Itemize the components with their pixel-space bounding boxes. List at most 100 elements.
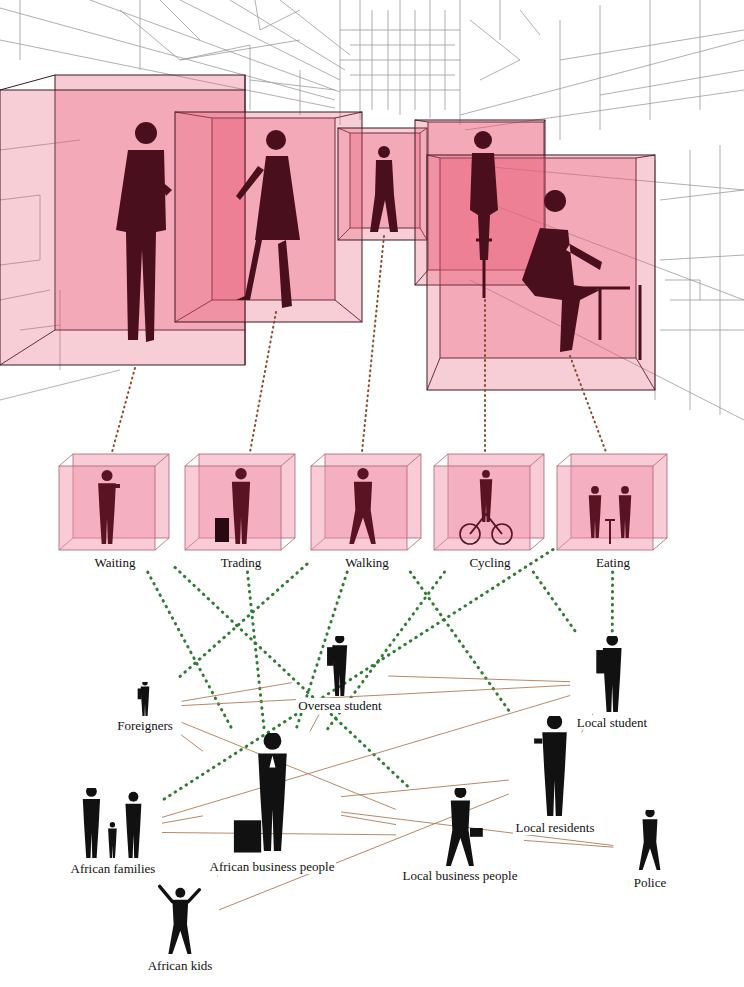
phone xyxy=(114,484,120,488)
figure-head xyxy=(86,788,97,797)
alley-line-drawing xyxy=(255,0,540,80)
figure xyxy=(59,454,169,550)
cube-front xyxy=(185,466,281,550)
actor-figure: African kids xyxy=(143,878,218,973)
figure xyxy=(185,454,295,550)
activity-link xyxy=(148,572,233,731)
activity-box-edges xyxy=(427,155,655,390)
figure-graphic xyxy=(615,810,685,872)
activity-link xyxy=(611,572,614,634)
figure-body xyxy=(168,900,191,954)
suitcase xyxy=(215,518,229,542)
figure-head xyxy=(482,470,490,478)
activity-box-front xyxy=(175,112,362,322)
relation-link xyxy=(182,723,396,810)
node-label: African kids xyxy=(146,958,215,973)
activity-silhouette xyxy=(522,228,602,352)
figure xyxy=(311,454,421,550)
activity-silhouette xyxy=(116,122,602,352)
activity-link xyxy=(247,572,264,731)
activity-box-front xyxy=(338,128,427,240)
relation-link xyxy=(162,696,569,818)
relation-link xyxy=(310,715,318,731)
relation-link xyxy=(389,676,570,682)
activity-box-front xyxy=(427,155,655,390)
leader-line xyxy=(112,368,135,452)
activity-silhouette xyxy=(474,131,492,149)
suitcase xyxy=(233,820,260,852)
bicycle-and-table xyxy=(476,228,492,298)
activity-silhouette xyxy=(266,130,286,150)
figure-head xyxy=(101,470,112,481)
backpack xyxy=(596,650,604,673)
figure-graphic xyxy=(57,452,173,552)
node-label: Oversea student xyxy=(296,698,383,713)
cube-front xyxy=(434,466,530,550)
figure-head xyxy=(547,716,562,729)
figure-graphic xyxy=(510,716,599,818)
figure-arm xyxy=(159,886,199,901)
alley-line-drawing xyxy=(560,0,744,140)
node-label: African business people xyxy=(208,859,337,874)
figure-body xyxy=(639,819,661,870)
figure xyxy=(82,788,141,858)
leader-line xyxy=(112,236,606,452)
bicycle-wheel xyxy=(492,524,512,544)
figure-body xyxy=(446,800,474,866)
cube-edge xyxy=(434,454,544,550)
alley-line-drawing xyxy=(340,0,460,125)
figure xyxy=(557,454,667,550)
node-label: Eating xyxy=(594,555,632,570)
actor-figure: Police xyxy=(615,810,685,890)
figure-head xyxy=(235,468,246,479)
actor-figure: Oversea student xyxy=(293,636,386,713)
node-label: Local student xyxy=(575,715,649,730)
backpack xyxy=(138,688,142,699)
figure-body xyxy=(603,648,622,712)
figure-body xyxy=(543,732,567,816)
figure-graphic xyxy=(183,452,299,552)
figure-head xyxy=(128,792,138,802)
briefcase xyxy=(470,828,483,837)
figure-head xyxy=(645,810,654,817)
actor-figure: Foreigners xyxy=(110,682,180,733)
table xyxy=(605,520,615,544)
actor-figure: African business people xyxy=(205,733,340,874)
figure-head xyxy=(591,486,599,494)
figure xyxy=(434,454,544,550)
relation-link xyxy=(181,735,202,751)
activity-cube: Cycling xyxy=(432,452,548,570)
figure-body xyxy=(82,799,99,858)
activity-box-edges xyxy=(338,128,427,240)
figure-head xyxy=(621,486,629,494)
activity-link xyxy=(533,572,577,634)
activity-link xyxy=(175,567,407,786)
figure-body xyxy=(349,482,375,544)
relation-link xyxy=(341,812,613,845)
cube-front xyxy=(557,466,653,550)
figure-body xyxy=(98,483,116,544)
figure-body xyxy=(125,804,141,858)
node-label: Walking xyxy=(343,555,391,570)
bicycle-wheel xyxy=(460,524,480,544)
activity-link xyxy=(176,564,307,680)
connector-group xyxy=(148,550,613,910)
tie xyxy=(269,755,275,767)
figure-body xyxy=(480,479,492,522)
figure xyxy=(138,682,150,716)
cube-edge xyxy=(557,454,667,550)
figure-body xyxy=(232,482,250,544)
node-label: Foreigners xyxy=(115,718,175,733)
figure-body xyxy=(589,495,601,538)
actor-figure: Local residents xyxy=(510,716,599,835)
activity-silhouette xyxy=(378,146,390,158)
leader-line xyxy=(570,356,606,452)
alley-line-drawing xyxy=(655,145,744,415)
alley-line-drawing xyxy=(0,0,340,400)
backpack xyxy=(327,647,334,666)
activity-box-front xyxy=(0,90,655,390)
activity-silhouette xyxy=(544,190,566,212)
figure-graphic xyxy=(143,878,218,956)
figure-graphic xyxy=(293,636,386,698)
